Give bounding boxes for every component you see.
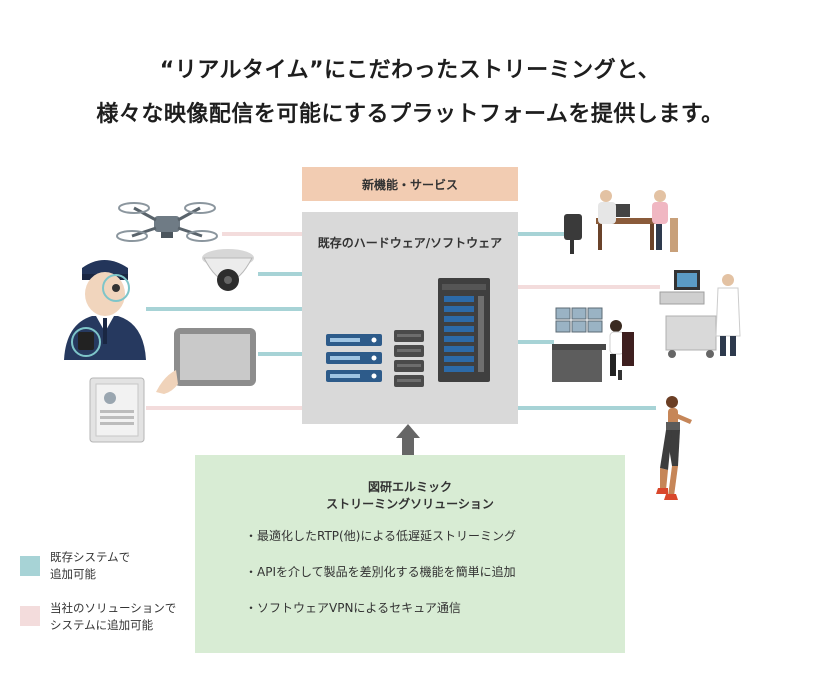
legend-label-existing: 既存システムで 追加可能 [50,550,131,581]
connector-camera [258,272,302,276]
solution-title: 図研エルミック ストリーミングソリューション [195,479,625,513]
runner-icon [656,396,692,500]
security-camera-icon [202,249,254,291]
legend-swatch-solution [20,606,40,626]
legend-swatch-existing [20,556,40,576]
server-rack-icon [326,278,490,387]
solution-title-line-2: ストリーミングソリューション [326,497,494,511]
intercom-icon [89,377,145,443]
solution-box: 図研エルミック ストリーミングソリューション ・最適化したRTP(他)による低遅… [195,455,625,653]
connector-officer [146,307,302,311]
new-services-label: 新機能・サービス [361,177,458,192]
connector-runner [518,406,656,410]
tablet-icon [156,328,256,394]
headline-line-1: “リアルタイム”にこだわったストリーミングと、 [159,58,661,83]
arrow-up-shaft [402,438,414,456]
connector-intercom [146,406,302,410]
solution-feature-item: ・最適化したRTP(他)による低遅延ストリーミング [245,529,517,543]
headline-line-2: 様々な映像配信を可能にするプラットフォームを提供します。 [96,102,724,127]
medical-robot-icon [659,270,741,358]
arrow-up-icon [396,424,420,438]
solution-feature-item: ・ソフトウェアVPNによるセキュア通信 [245,601,461,615]
drone-icon [116,202,218,242]
connector-office [518,232,566,236]
office-meeting-icon [564,190,678,254]
connector-monitoring [518,340,554,344]
connector-tablet [258,352,302,356]
monitoring-room-icon [552,307,634,382]
police-officer-icon [64,260,146,360]
existing-hardware-box: 既存のハードウェア/ソフトウェア [302,212,518,424]
legend-label-solution: 当社のソリューションで システムに追加可能 [50,601,177,632]
existing-hardware-title: 既存のハードウェア/ソフトウェア [317,236,503,250]
solution-title-line-1: 図研エルミック [367,480,452,494]
connector-medical [518,285,660,289]
new-services-bar: 新機能・サービス [302,167,518,201]
connector-drone [222,232,302,236]
solution-feature-item: ・APIを介して製品を差別化する機能を簡単に追加 [245,565,516,579]
